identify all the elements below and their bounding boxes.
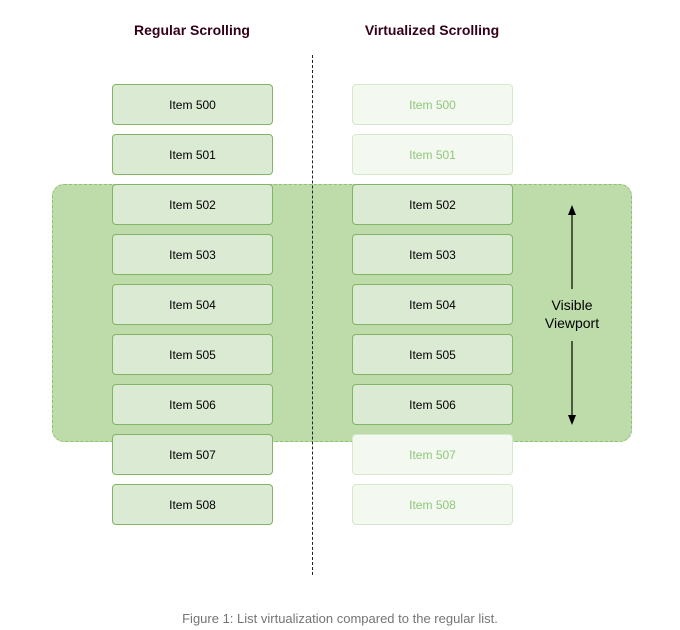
virtualized-list-item-rendered: Item 503 (352, 234, 513, 275)
visible-viewport-label: Visible Viewport (522, 296, 622, 332)
figure-caption: Figure 1: List virtualization compared t… (182, 611, 498, 626)
viewport-double-arrow-icon (568, 205, 576, 425)
virtualized-list-item-rendered: Item 506 (352, 384, 513, 425)
regular-list-item: Item 504 (112, 284, 273, 325)
regular-list-item: Item 505 (112, 334, 273, 375)
regular-scrolling-title: Regular Scrolling (134, 22, 250, 38)
virtualized-list-item-rendered: Item 505 (352, 334, 513, 375)
regular-list-item: Item 501 (112, 134, 273, 175)
regular-list-item: Item 500 (112, 84, 273, 125)
virtualized-list-item-unrendered: Item 501 (352, 134, 513, 175)
virtualized-list-item-rendered: Item 504 (352, 284, 513, 325)
viewport-label-line-1: Visible (551, 297, 593, 313)
virtualized-list-item-unrendered: Item 500 (352, 84, 513, 125)
regular-list-item: Item 506 (112, 384, 273, 425)
regular-list-item: Item 502 (112, 184, 273, 225)
regular-list-item: Item 507 (112, 434, 273, 475)
virtualized-list-item-unrendered: Item 507 (352, 434, 513, 475)
virtualized-list-item-unrendered: Item 508 (352, 484, 513, 525)
regular-list-item: Item 508 (112, 484, 273, 525)
column-divider (312, 55, 313, 575)
viewport-label-line-2: Viewport (544, 315, 600, 331)
virtualized-scrolling-title: Virtualized Scrolling (364, 22, 500, 38)
regular-list-item: Item 503 (112, 234, 273, 275)
virtualized-list-item-rendered: Item 502 (352, 184, 513, 225)
